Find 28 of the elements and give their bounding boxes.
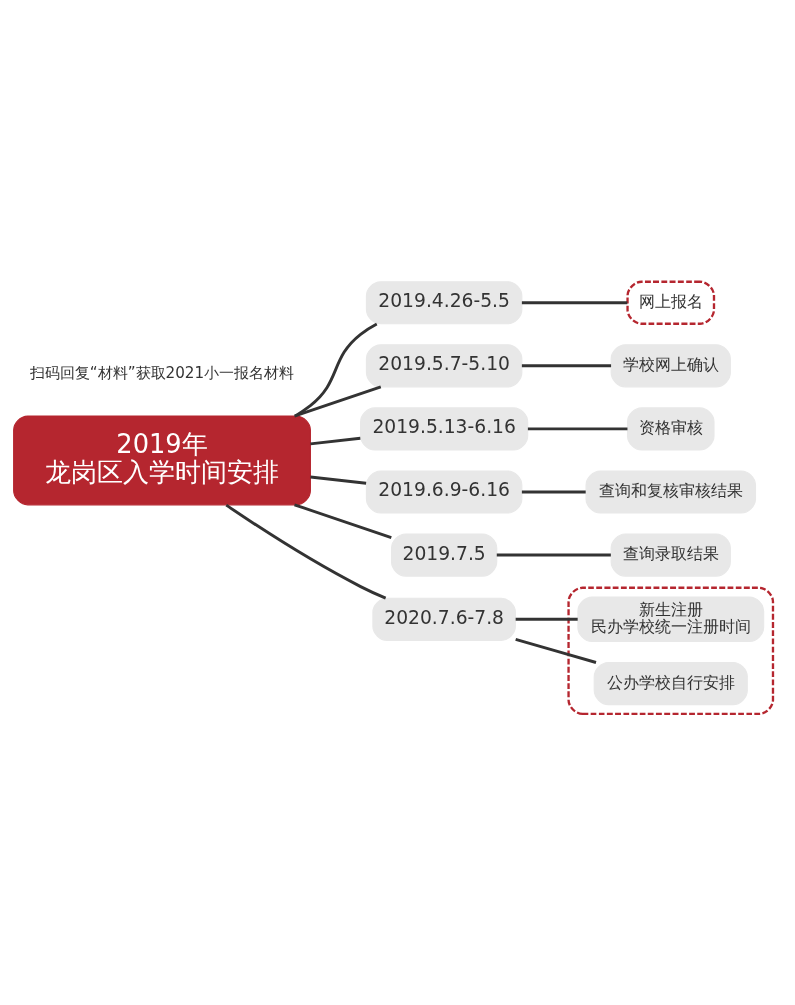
connector — [496, 553, 611, 557]
cluster — [566, 586, 774, 716]
label: 扫码回复“材料”获取2021小一报名材料 — [29, 363, 294, 382]
connector — [521, 364, 611, 368]
node-box: 2019.5.13-6.16 — [359, 407, 528, 451]
node-box: 2019年 龙岗区入学时间安排 — [12, 415, 311, 506]
node-box: 查询录取结果 — [610, 533, 731, 577]
node-box: 查询和复核审核结果 — [585, 470, 756, 514]
node-box: 公办学校自行安排 — [593, 661, 748, 706]
connector — [527, 427, 627, 431]
connector — [515, 617, 578, 621]
node-box: 学校网上确认 — [610, 344, 731, 388]
connector — [224, 503, 386, 600]
connector — [293, 385, 381, 418]
node-box: 网上报名 — [625, 280, 715, 325]
node-box: 新生注册 民办学校统一注册时间 — [576, 596, 764, 643]
connector — [309, 436, 360, 446]
connector — [514, 638, 596, 664]
node-box: 2019.6.9-6.16 — [365, 470, 522, 514]
connector — [293, 503, 392, 539]
node-box: 2019.7.5 — [390, 533, 497, 577]
node-box: 2020.7.6-7.8 — [371, 597, 516, 641]
node-box: 2019.5.7-5.10 — [365, 344, 522, 388]
connector — [521, 301, 627, 305]
node-box: 资格审核 — [626, 407, 715, 451]
node-box: 2019.4.26-5.5 — [365, 281, 522, 325]
connector — [309, 475, 366, 485]
connector — [521, 490, 586, 494]
